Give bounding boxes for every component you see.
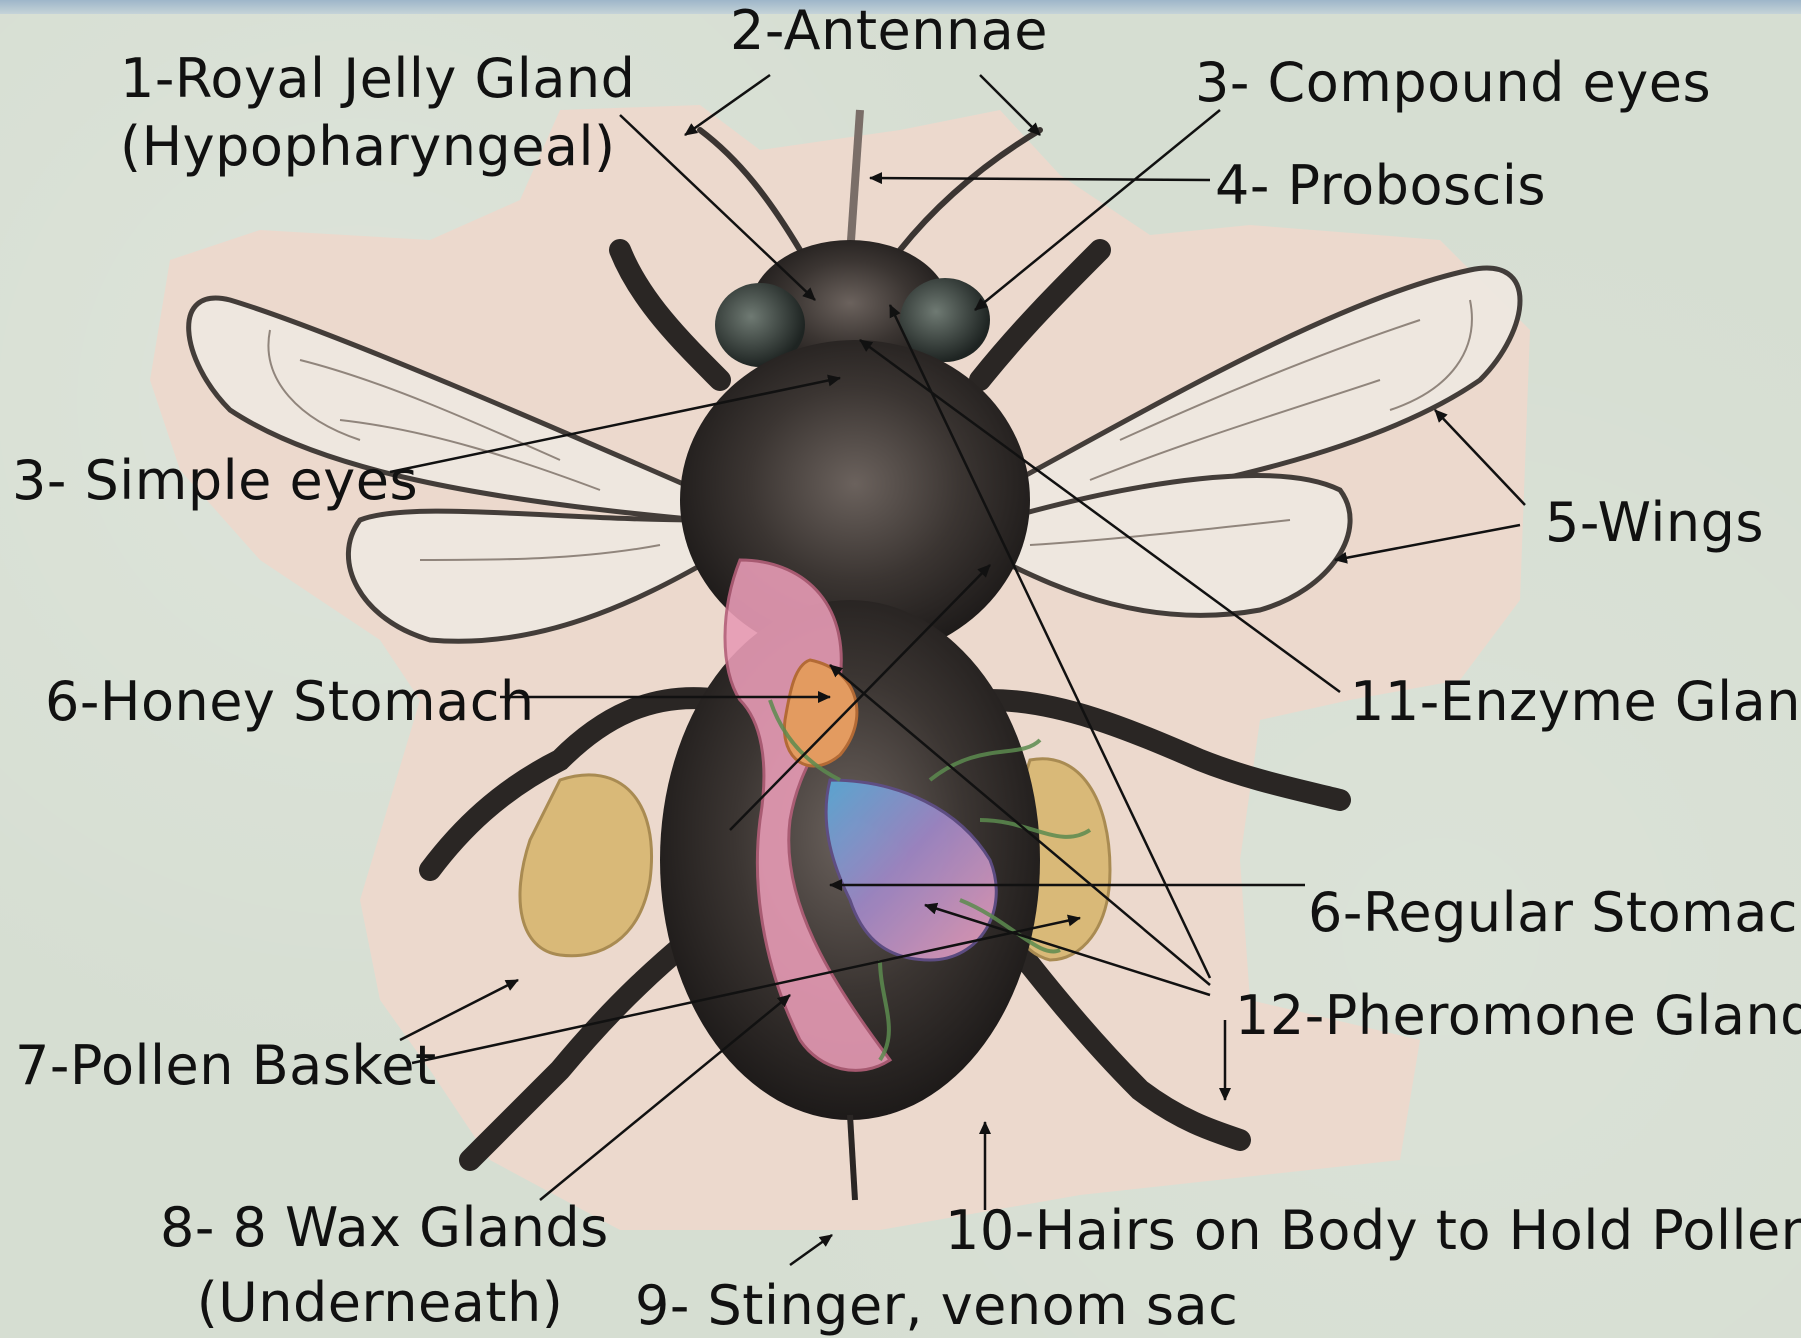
- label-wings: 5-Wings: [1545, 492, 1764, 554]
- leader-stinger: [790, 1235, 832, 1265]
- label-enzyme-glands: 11-Enzyme Glands: [1350, 671, 1801, 733]
- label-wax-glands-line1: 8- 8 Wax Glands: [160, 1197, 600, 1259]
- label-stinger: 9- Stinger, venom sac: [635, 1275, 1238, 1337]
- label-pheromone-glands: 12-Pheromone Glands: [1235, 985, 1801, 1047]
- label-simple-eyes: 3- Simple eyes: [12, 450, 418, 512]
- label-proboscis: 4- Proboscis: [1215, 155, 1546, 217]
- label-compound-eyes: 3- Compound eyes: [1195, 52, 1711, 114]
- label-antennae: 2-Antennae: [730, 0, 1048, 62]
- label-royal-jelly-line2: (Hypopharyngeal): [120, 116, 610, 178]
- label-honey-stomach: 6-Honey Stomach: [45, 671, 535, 733]
- label-royal-jelly-line1: 1-Royal Jelly Gland: [120, 48, 610, 110]
- label-regular-stomach: 6-Regular Stomach: [1308, 882, 1801, 944]
- label-hairs: 10-Hairs on Body to Hold Pollen: [945, 1200, 1801, 1262]
- label-pollen-basket: 7-Pollen Basket: [15, 1035, 437, 1097]
- label-wax-glands-line2: (Underneath): [160, 1272, 600, 1334]
